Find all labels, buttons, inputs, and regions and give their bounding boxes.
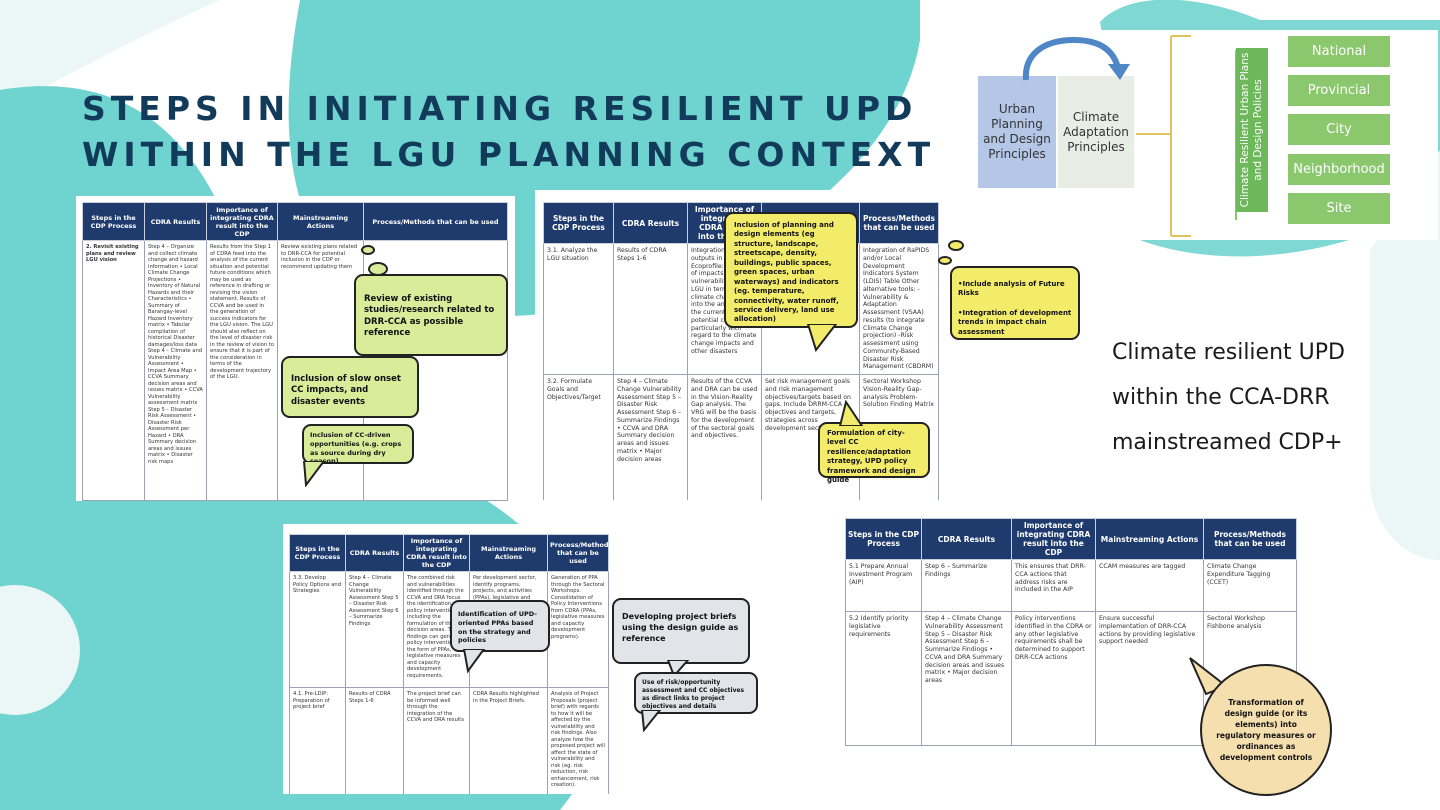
table-cell: Policy interventions identified in the C… xyxy=(1011,611,1096,746)
header-process: Process/Methods that can be used xyxy=(1203,518,1297,560)
header-process: Process/Methods that can be used xyxy=(547,534,612,572)
callout-tail xyxy=(302,461,326,487)
callout-future-risks: •Include analysis of Future Risks •Integ… xyxy=(950,266,1080,340)
callout-cc-opportunities: Inclusion of CC-driven opportunities (e.… xyxy=(302,424,414,465)
table-cell: CCAM measures are tagged xyxy=(1095,559,1204,612)
header-cdra: CDRA Results xyxy=(921,518,1012,560)
table-cell: 3.1. Analyze the LGU situation xyxy=(543,243,614,375)
callout-resilience-strategy: Formulation of city-level CC resilience/… xyxy=(818,422,930,484)
callout-text: Inclusion of planning and design element… xyxy=(734,221,839,324)
table-cell: Results from the Step 1 of CDRA feed int… xyxy=(206,240,278,501)
level-city: City xyxy=(1288,114,1390,145)
side-caption-line-1: Climate resilient UPD xyxy=(1112,340,1345,365)
table-cell: 4.1. Pre-LDIP: Preparation of project br… xyxy=(289,687,346,794)
callout-tail xyxy=(838,400,864,426)
table-cell: Integration of RaPIDS and/or Local Devel… xyxy=(859,243,939,375)
table-cell: Step 6 – Summarize Findings xyxy=(921,559,1012,612)
callout-upd-ppas: Identification of UPD-oriented PPAs base… xyxy=(450,600,550,652)
callout-text: •Integration of development trends in im… xyxy=(958,308,1072,336)
title-line-2: WITHIN THE LGU PLANNING CONTEXT xyxy=(82,135,936,174)
header-cdra: CDRA Results xyxy=(613,202,688,244)
table-cell: Step 4 – Organize and collect climate ch… xyxy=(144,240,207,501)
level-national: National xyxy=(1288,36,1390,67)
bracket-connector xyxy=(1136,35,1256,237)
callout-text: Transformation of design guide (or its e… xyxy=(1216,698,1316,762)
callout-slow-onset: Inclusion of slow onset CC impacts, and … xyxy=(281,356,419,418)
table-cell: CDRA Results highlighted in the Project … xyxy=(469,687,548,794)
callout-review-studies: Review of existing studies/research rela… xyxy=(354,274,508,356)
header-mainstream: Mainstreaming Actions xyxy=(277,202,364,241)
callout-tail xyxy=(640,710,662,732)
table-cell: This ensures that DRR-CCA actions that a… xyxy=(1011,559,1096,612)
page-title: STEPS IN INITIATING RESILIENT UPD WITHIN… xyxy=(82,86,935,178)
header-mainstream: Mainstreaming Actions xyxy=(469,534,548,572)
thought-dot xyxy=(938,256,952,265)
table-panel-3: Steps in the CDP Process CDRA Results Im… xyxy=(283,524,614,794)
table-panel-4: Steps in the CDP Process CDRA Results Im… xyxy=(845,518,1297,746)
header-steps: Steps in the CDP Process xyxy=(289,534,346,572)
header-process: Process/Methods that can be used xyxy=(859,202,939,244)
thought-dot xyxy=(948,240,964,251)
header-steps: Steps in the CDP Process xyxy=(82,202,145,241)
callout-text: Identification of UPD-oriented PPAs base… xyxy=(458,610,538,645)
table-cell: The combined risk and vulnerabilities id… xyxy=(403,571,470,688)
table-cell: 2. Revisit existing plans and review LGU… xyxy=(82,240,145,501)
header-steps: Steps in the CDP Process xyxy=(543,202,614,244)
header-importance: Importance of integrating CDRA result in… xyxy=(1011,518,1096,560)
callout-text: Inclusion of slow onset CC impacts, and … xyxy=(291,374,401,407)
table-cell: 3.3. Develop Policy Options and Strategi… xyxy=(289,571,346,688)
header-steps: Steps in the CDP Process xyxy=(845,518,922,560)
level-provincial: Provincial xyxy=(1288,75,1390,106)
callout-design-guide: Transformation of design guide (or its e… xyxy=(1200,664,1332,796)
table-cell: Step 4 – Climate Change Vulnerability As… xyxy=(345,571,404,688)
cdp-table-3: Steps in the CDP Process CDRA Results Im… xyxy=(289,534,612,794)
callout-project-briefs: Developing project briefs using the desi… xyxy=(612,598,750,664)
level-site: Site xyxy=(1288,193,1390,224)
side-caption-line-2: within the CCA-DRR xyxy=(1112,385,1330,410)
header-process: Process/Methods that can be used xyxy=(363,202,508,241)
header-importance: Importance of integrating CDRA result in… xyxy=(206,202,278,241)
cycle-arrow-icon xyxy=(1022,36,1130,81)
table-cell: Climate Change Expenditure Tagging (CCET… xyxy=(1203,559,1297,612)
level-neighborhood: Neighborhood xyxy=(1288,154,1390,185)
table-cell: 3.2. Formulate Goals and Objectives/Targ… xyxy=(543,374,614,500)
header-importance: Importance of integrating CDRA result in… xyxy=(403,534,470,572)
callout-text: •Include analysis of Future Risks xyxy=(958,280,1065,298)
table-cell: 5.1 Prepare Annual Investment Program (A… xyxy=(845,559,922,612)
table-cell: Step 4 – Climate Change Vulnerability As… xyxy=(613,374,688,500)
callout-text: Use of risk/opportunity assessment and C… xyxy=(642,679,745,711)
table-cell: Analysis of Project Proposals (project b… xyxy=(547,687,609,794)
table-cell: Generation of PPA through the Sectoral W… xyxy=(547,571,609,688)
table-cell: Results of the CCVA and DRA can be used … xyxy=(687,374,762,500)
header-cdra: CDRA Results xyxy=(144,202,207,241)
table-cell: Step 4 – Climate Change Vulnerability As… xyxy=(921,611,1012,746)
side-caption: Climate resilient UPD within the CCA-DRR… xyxy=(1112,330,1412,465)
title-line-1: STEPS IN INITIATING RESILIENT UPD xyxy=(82,89,918,128)
table-cell: 5.2 Identify priority legislative requir… xyxy=(845,611,922,746)
urban-planning-label: Urban Planning and Design Principles xyxy=(983,102,1051,161)
callout-risk-opportunity: Use of risk/opportunity assessment and C… xyxy=(634,672,758,714)
table-cell: The project brief can be informed well t… xyxy=(403,687,470,794)
table-cell: Ensure successful implementation of DRR-… xyxy=(1095,611,1204,746)
callout-tail xyxy=(806,324,838,352)
callout-tail xyxy=(462,649,486,674)
header-mainstream: Mainstreaming Actions xyxy=(1095,518,1204,560)
callout-text: Developing project briefs using the desi… xyxy=(622,612,739,643)
climate-adaptation-label: Climate Adaptation Principles xyxy=(1063,109,1129,154)
table-cell: Results of CDRA Steps 1-6 xyxy=(345,687,404,794)
thought-dot xyxy=(361,245,375,255)
table-cell: Results of CDRA Steps 1-6 xyxy=(613,243,688,375)
callout-planning-elements: Inclusion of planning and design element… xyxy=(724,212,858,328)
header-cdra: CDRA Results xyxy=(345,534,404,572)
vertical-label-box: Climate Resilient Urban Plans and Design… xyxy=(1236,48,1268,212)
climate-adaptation-box: Climate Adaptation Principles xyxy=(1058,76,1134,188)
urban-planning-box: Urban Planning and Design Principles xyxy=(978,76,1056,188)
side-caption-line-3: mainstreamed CDP+ xyxy=(1112,430,1343,455)
callout-text: Review of existing studies/research rela… xyxy=(364,294,495,339)
vertical-label: Climate Resilient Urban Plans and Design… xyxy=(1239,52,1264,208)
callout-text: Formulation of city-level CC resilience/… xyxy=(827,429,916,485)
